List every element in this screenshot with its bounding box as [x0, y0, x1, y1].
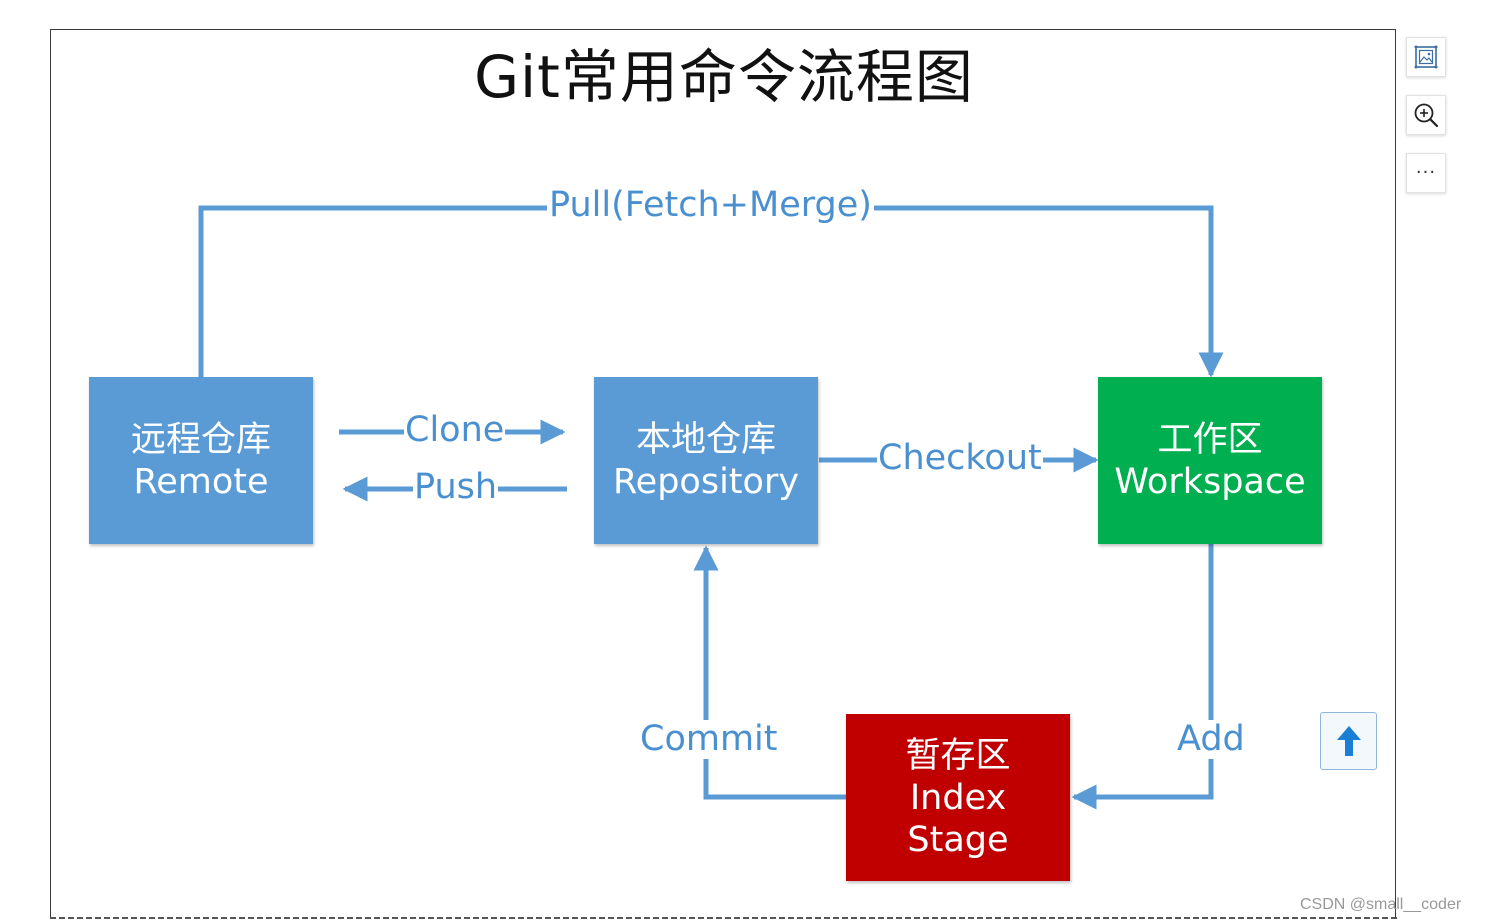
workspace-node-label-en: Workspace [1114, 461, 1306, 502]
repository-node-label-cn: 本地仓库 [635, 419, 776, 460]
view-image-button[interactable] [1406, 37, 1446, 77]
watermark: CSDN @small__coder [1300, 896, 1462, 913]
add-label: Add [1175, 719, 1247, 759]
remote-node: 远程仓库 Remote [89, 377, 313, 544]
image-frame: Git常用命令流程图 远程仓库 Remote 本地仓库 Repository 工… [50, 29, 1396, 919]
index-node-label-stage: Stage [907, 819, 1009, 860]
index-node: 暂存区 Index Stage [846, 714, 1070, 881]
workspace-node: 工作区 Workspace [1098, 377, 1322, 544]
zoom-in-icon [1414, 103, 1439, 128]
commit-arrow [693, 545, 846, 800]
zoom-in-button[interactable] [1406, 95, 1446, 135]
checkout-label: Checkout [877, 438, 1043, 478]
diagram-title: Git常用命令流程图 [474, 43, 974, 111]
workspace-node-label-cn: 工作区 [1157, 419, 1263, 460]
pull-arrow [198, 205, 1224, 378]
back-to-top-button[interactable] [1320, 712, 1377, 770]
frame-bottom-edge [50, 917, 1398, 919]
index-node-label-cn: 暂存区 [905, 735, 1011, 776]
repository-node: 本地仓库 Repository [594, 377, 818, 544]
repository-node-label-en: Repository [612, 461, 800, 502]
clone-label: Clone [404, 410, 506, 450]
more-button[interactable]: ··· [1406, 153, 1446, 193]
index-node-label-en: Index [909, 777, 1007, 818]
more-icon: ··· [1415, 162, 1437, 183]
remote-node-label-en: Remote [133, 461, 269, 502]
image-icon [1414, 45, 1438, 69]
remote-node-label-cn: 远程仓库 [130, 419, 271, 460]
commit-label: Commit [638, 719, 780, 759]
add-arrow [1071, 544, 1214, 810]
pull-label: Pull(Fetch+Merge) [547, 185, 874, 225]
push-label: Push [413, 467, 499, 507]
arrow-up-icon [1336, 726, 1361, 756]
